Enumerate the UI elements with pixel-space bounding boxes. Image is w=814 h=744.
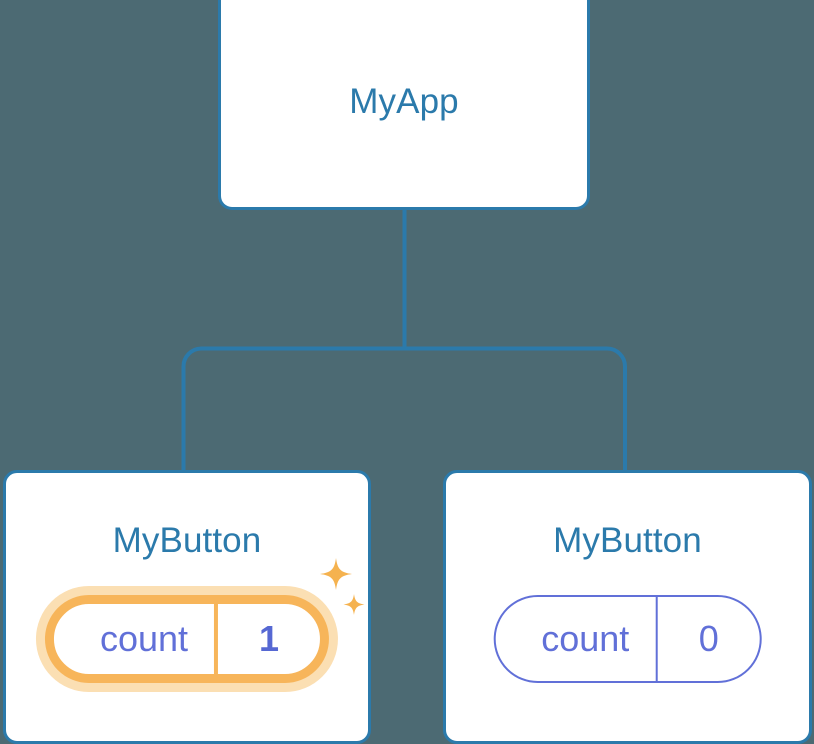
node-title-root: MyApp [349,82,459,121]
node-title-child-0: MyButton [112,521,262,560]
state-value-child-0: 1 [259,618,280,659]
state-pill-child-1[interactable]: count 0 [493,595,762,683]
state-pill-wrap-child-1: count 0 [493,595,762,683]
state-pill-child-0[interactable]: count 1 [44,595,330,683]
state-value-child-1: 0 [698,618,719,659]
state-pill-wrap-child-0: count 1 [44,595,330,683]
state-pill-divider-child-1 [655,597,658,681]
state-pill-divider-child-0 [214,604,219,674]
tree-node-child-1[interactable]: MyButton count 0 [443,470,812,744]
state-key-child-1: count [541,618,630,659]
connector-branch-right [404,346,627,472]
state-key-child-0: count [99,618,189,659]
tree-node-root[interactable]: MyApp [218,0,590,210]
connector-branch-left [181,346,405,472]
node-title-child-1: MyButton [553,521,702,560]
tree-node-child-0[interactable]: MyButton count 1 [3,470,371,744]
